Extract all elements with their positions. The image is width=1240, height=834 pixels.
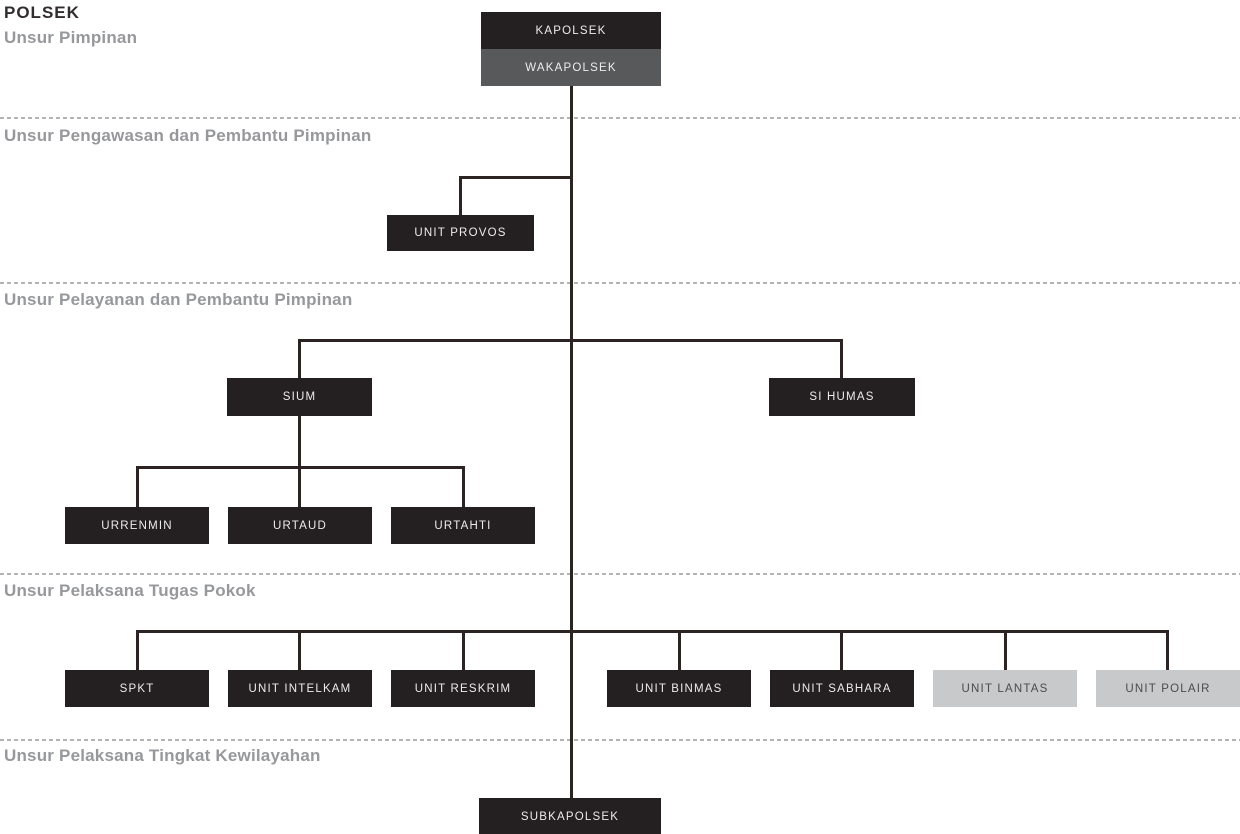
node-subkapolsek: SUBKAPOLSEK [479, 798, 661, 834]
connector-urrenmin-drop [136, 466, 139, 507]
connector-polair-drop [1166, 630, 1169, 670]
node-unit-lantas: UNIT LANTAS [933, 670, 1077, 707]
node-spkt: SPKT [65, 670, 209, 707]
node-unit-polair: UNIT POLAIR [1096, 670, 1240, 707]
node-unit-intelkam: UNIT INTELKAM [228, 670, 372, 707]
connector-intelkam-drop [298, 630, 301, 670]
node-unit-reskrim: UNIT RESKRIM [391, 670, 535, 707]
connector-lantas-drop [1004, 630, 1007, 670]
node-urrenmin: URRENMIN [65, 507, 209, 544]
node-urtaud: URTAUD [228, 507, 372, 544]
connector-level4-horizontal [136, 630, 1169, 633]
section-label-pelayanan: Unsur Pelayanan dan Pembantu Pimpinan [4, 290, 353, 309]
section-divider [0, 282, 1240, 284]
connector-sium-down [298, 416, 301, 469]
section-divider [0, 739, 1240, 741]
connector-reskrim-drop [462, 630, 465, 670]
connector-provos-drop [459, 176, 462, 215]
connector-sabhara-drop [840, 630, 843, 670]
connector-main-vertical [570, 86, 573, 798]
node-urtahti: URTAHTI [391, 507, 535, 544]
section-label-pimpinan: Unsur Pimpinan [4, 28, 138, 47]
section-divider [0, 117, 1240, 119]
node-si-humas: SI HUMAS [769, 378, 915, 416]
node-kapolsek: KAPOLSEK [481, 12, 661, 49]
node-sium: SIUM [227, 378, 372, 416]
section-label-pelaksana-pokok: Unsur Pelaksana Tugas Pokok [4, 581, 256, 600]
node-unit-sabhara: UNIT SABHARA [770, 670, 914, 707]
page-title: POLSEK [4, 3, 80, 22]
node-unit-provos: UNIT PROVOS [387, 215, 534, 251]
connector-urtaud-drop [298, 466, 301, 507]
connector-level2-horizontal [298, 339, 843, 342]
node-unit-binmas: UNIT BINMAS [607, 670, 751, 707]
section-divider [0, 573, 1240, 575]
node-wakapolsek: WAKAPOLSEK [481, 49, 661, 86]
connector-urtahti-drop [462, 466, 465, 507]
connector-spkt-drop [136, 630, 139, 670]
connector-sium-drop [298, 339, 301, 378]
connector-provos-horizontal [459, 176, 573, 179]
section-label-kewilayahan: Unsur Pelaksana Tingkat Kewilayahan [4, 746, 321, 765]
connector-binmas-drop [678, 630, 681, 670]
section-label-pengawasan: Unsur Pengawasan dan Pembantu Pimpinan [4, 126, 372, 145]
connector-sihumas-drop [840, 339, 843, 378]
